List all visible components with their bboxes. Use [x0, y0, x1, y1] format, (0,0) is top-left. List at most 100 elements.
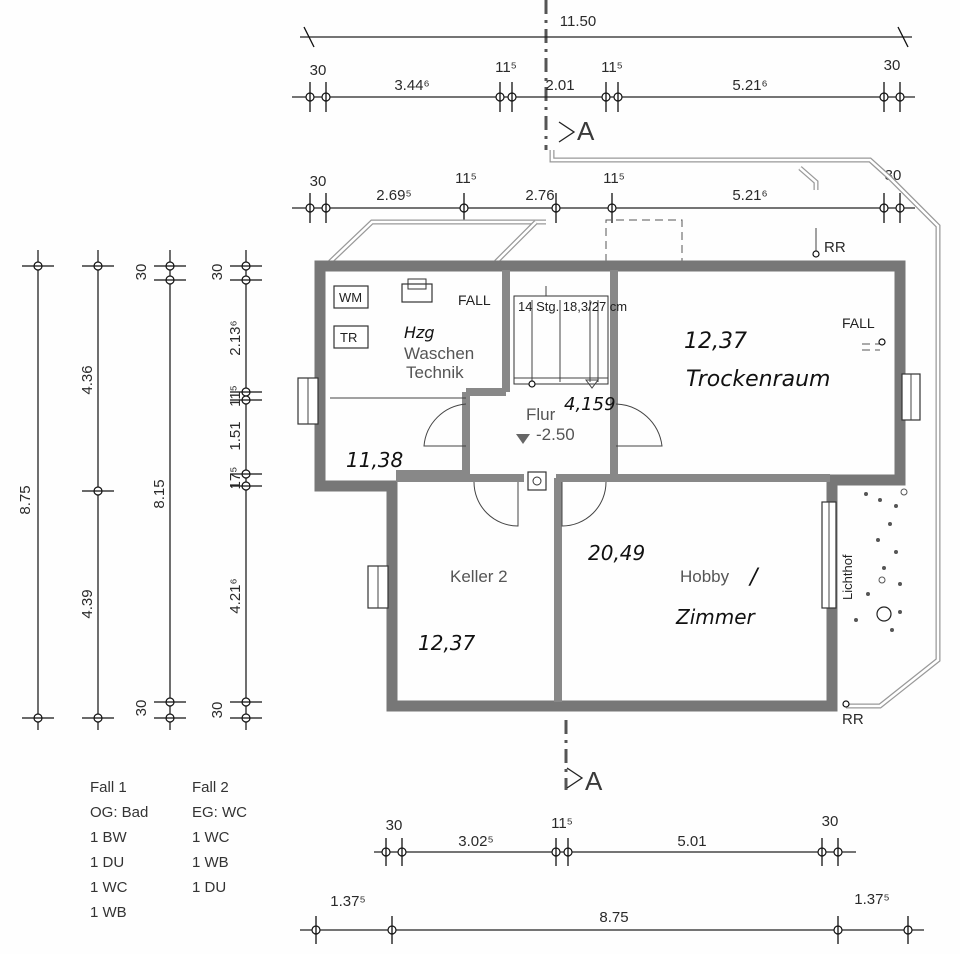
room-labels: Hzg Waschen Technik 11,38 4,159 Flur -2.… — [346, 323, 830, 655]
dim-bottom2-a: 1.37⁵ — [330, 893, 365, 910]
stairs-label: 14 Stg. 18,3/27 cm — [518, 299, 627, 314]
legend-fall1-4: 1 WC — [90, 879, 128, 896]
dim-left4-d: 1.51 — [227, 421, 244, 450]
walls — [314, 260, 906, 712]
dim-top-total-label: 11.50 — [560, 13, 596, 30]
hobby-alt-label: Zimmer — [675, 605, 757, 629]
dryer-box — [333, 325, 369, 349]
legend-fall2-2: 1 WC — [192, 829, 230, 846]
dim-row1-f: 5.21⁶ — [732, 77, 767, 94]
basin-icon — [401, 283, 433, 303]
legend-fall2-0: Fall 2 — [192, 779, 229, 796]
dim-left2-b: 4.39 — [79, 589, 96, 618]
rr-bottom-label: RR — [842, 711, 864, 728]
trocken-area: 12,37 — [684, 329, 747, 354]
dim-left3-a: 30 — [133, 264, 150, 281]
wash-fixtures: WM TR FALL — [333, 278, 491, 349]
dim-row2-e: 11⁵ — [603, 170, 625, 187]
dim-left3-c: 30 — [133, 700, 150, 717]
dim-left4-b: 2.13⁶ — [227, 320, 244, 355]
hobby-slash: / — [748, 565, 760, 590]
legend-fall1-2: 1 BW — [90, 829, 128, 846]
keller-area: 12,37 — [418, 631, 476, 655]
dim-row2-f: 5.21⁶ — [732, 187, 767, 204]
dim-row2-b: 2.69⁵ — [376, 187, 411, 204]
technik-label: Technik — [406, 363, 464, 382]
dim-left4-g: 30 — [209, 702, 226, 719]
wm-label: WM — [339, 290, 362, 305]
dim-row1-c: 11⁵ — [495, 59, 517, 76]
legend-fall2: Fall 2 EG: WC 1 WC 1 WB 1 DU — [192, 779, 247, 896]
dim-bottom2-c: 1.37⁵ — [854, 891, 889, 908]
doors — [423, 403, 663, 527]
dim-left4-a: 30 — [209, 264, 226, 281]
dim-bottom1-a: 30 — [386, 817, 403, 834]
dim-row2-c: 11⁵ — [455, 170, 477, 187]
flur-label: Flur — [526, 405, 556, 424]
dim-row2-a: 30 — [310, 173, 327, 190]
dashed-outline — [605, 219, 683, 262]
dim-bottom2-b: 8.75 — [599, 909, 628, 926]
lichthof-label: Lichthof — [840, 554, 855, 600]
dim-row-1: 30 3.44⁶ 11⁵ 2.01 11⁵ 5.21⁶ 30 — [292, 57, 915, 112]
dim-row1-b: 3.44⁶ — [394, 77, 429, 94]
dim-left-col4: 30 2.13⁶ 11⁵ 1.51 17⁵ 4.21⁶ 30 — [209, 250, 262, 730]
stairs: 14 Stg. 18,3/27 cm — [513, 286, 627, 389]
shaft-box — [527, 471, 547, 491]
section-mark-top: A — [577, 116, 595, 146]
tr-label: TR — [340, 330, 357, 345]
trocken-name: Trockenraum — [686, 367, 830, 392]
dim-left-col1: 8.75 — [17, 250, 54, 730]
waschen-label: Waschen — [404, 344, 474, 363]
dim-row1-e: 11⁵ — [601, 59, 623, 76]
fall-right-label: FALL — [842, 315, 875, 331]
dim-row1-a: 30 — [310, 62, 327, 79]
dim-left2-a: 4.36 — [79, 365, 96, 394]
drain-right-icon — [862, 338, 886, 351]
washing-machine-box — [333, 285, 369, 309]
dim-left4-e: 17⁵ — [227, 467, 244, 490]
dim-bottom1-d: 5.01 — [677, 833, 706, 850]
fall-top-label: FALL — [458, 292, 491, 308]
windows — [297, 373, 921, 609]
dim-bottom-row1: 30 3.02⁵ 11⁵ 5.01 30 — [374, 813, 856, 866]
legend-fall1: Fall 1 OG: Bad 1 BW 1 DU 1 WC 1 WB — [90, 779, 148, 921]
dim-bottom-row2: 1.37⁵ 8.75 1.37⁵ — [300, 891, 924, 944]
dim-row-2: 30 2.69⁵ 11⁵ 2.76 11⁵ 5.21⁶ 30 — [292, 167, 915, 223]
dim-top-total: 11.50 — [300, 13, 912, 48]
section-arrow-bottom-icon — [566, 767, 584, 789]
lichthof: Lichthof — [840, 488, 908, 632]
flur-area: 4,159 — [564, 394, 616, 415]
legend-fall1-3: 1 DU — [90, 854, 124, 871]
section-mark-bottom: A — [585, 766, 603, 796]
dim-left3-b: 8.15 — [151, 479, 168, 508]
keller-label: Keller 2 — [450, 567, 508, 586]
dim-bottom1-c: 11⁵ — [551, 815, 573, 832]
legend-fall2-3: 1 WB — [192, 854, 229, 871]
hobby-area: 20,49 — [588, 541, 645, 565]
drain-pipes: RR RR — [328, 150, 941, 728]
hobby-label: Hobby — [680, 567, 730, 586]
rr-top-label: RR — [824, 239, 846, 256]
legend-fall1-1: OG: Bad — [90, 804, 148, 821]
section-arrow-top-icon — [558, 121, 576, 143]
level-marker-icon — [516, 434, 530, 444]
section-line: A A — [544, 0, 603, 796]
dim-left-col2: 4.36 4.39 — [79, 250, 114, 730]
dim-left1-label: 8.75 — [17, 485, 34, 514]
dim-bottom1-e: 30 — [822, 813, 839, 830]
legend-fall1-5: 1 WB — [90, 904, 127, 921]
dim-row1-g: 30 — [884, 57, 901, 74]
dim-row1-d: 2.01 — [545, 77, 574, 94]
waschen-area: 11,38 — [346, 448, 403, 472]
dim-row2-d: 2.76 — [525, 187, 554, 204]
legend-fall2-4: 1 DU — [192, 879, 226, 896]
dim-bottom1-b: 3.02⁵ — [458, 833, 493, 850]
legend-fall1-0: Fall 1 — [90, 779, 127, 796]
flur-level: -2.50 — [536, 425, 575, 444]
dim-left4-f: 4.21⁶ — [227, 578, 244, 613]
legend-fall2-1: EG: WC — [192, 804, 247, 821]
dim-left4-c: 11⁵ — [227, 385, 244, 407]
